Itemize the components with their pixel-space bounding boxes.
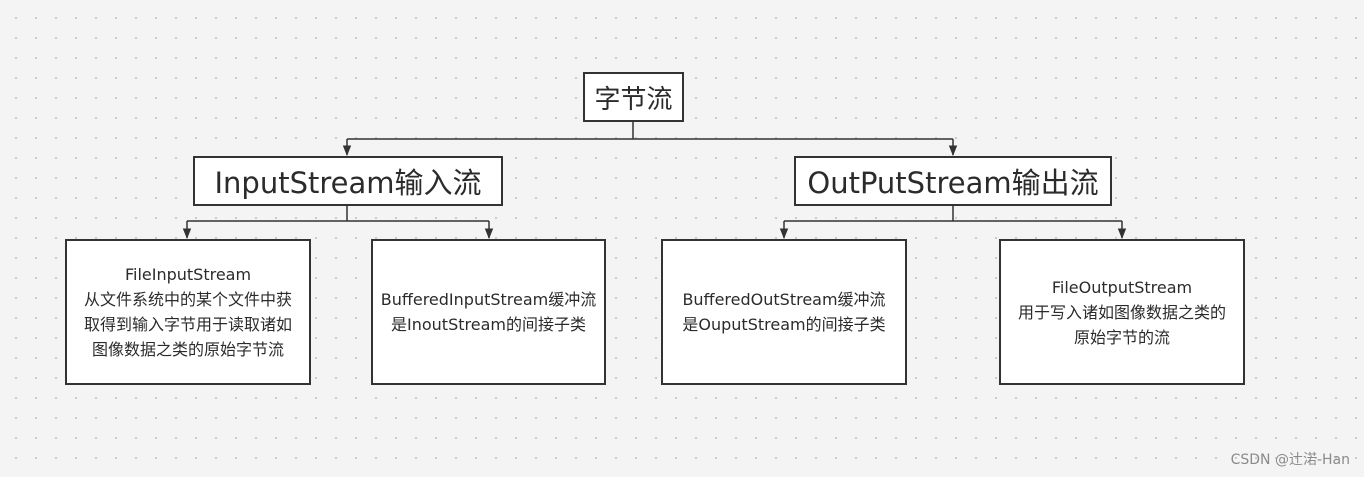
fileoutputstream-line-1: FileOutputStream — [1051, 277, 1193, 297]
root-connectors — [342, 122, 958, 157]
node-fileoutputstream: FileOutputStream 用于写入诸如图像数据之类的 原始字节的流 — [999, 239, 1245, 385]
bufferedoutstream-line-1: BufferedOutStream缓冲流 — [682, 290, 886, 309]
fileinputstream-line-3: 取得到输入字节用于读取诸如 — [83, 315, 292, 334]
fileinputstream-line-1: FileInputStream — [124, 265, 252, 284]
fileoutputstream-line-3: 原始字节的流 — [1073, 327, 1170, 347]
bufferedinputstream-line-2: 是InoutStream的间接子类 — [391, 315, 586, 334]
node-bufferedoutstream: BufferedOutStream缓冲流 是OuputStream的间接子类 — [661, 239, 907, 385]
input-connectors — [182, 206, 494, 240]
root-node-label: 字节流 — [594, 84, 673, 115]
fileinputstream-line-4: 图像数据之类的原始字节流 — [91, 340, 284, 359]
inputstream-label: InputStream输入流 — [214, 166, 482, 200]
node-fileinputstream: FileInputStream 从文件系统中的某个文件中获 取得到输入字节用于读… — [65, 239, 311, 385]
fileoutputstream-line-2: 用于写入诸如图像数据之类的 — [1017, 302, 1226, 322]
node-bufferedinputstream: BufferedInputStream缓冲流 是InoutStream的间接子类 — [371, 239, 606, 385]
fileinputstream-line-2: 从文件系统中的某个文件中获 — [83, 290, 292, 309]
csdn-watermark: CSDN @辻渃-Han — [1230, 452, 1350, 468]
output-connectors — [779, 206, 1127, 240]
root-node-byte-stream: 字节流 — [583, 72, 684, 122]
outputstream-label: OutPutStream输出流 — [807, 166, 1099, 200]
node-inputstream: InputStream输入流 — [193, 156, 503, 206]
node-outputstream: OutPutStream输出流 — [794, 156, 1112, 206]
bufferedoutstream-line-2: 是OuputStream的间接子类 — [682, 315, 886, 334]
bufferedinputstream-line-1: BufferedInputStream缓冲流 — [380, 290, 597, 309]
